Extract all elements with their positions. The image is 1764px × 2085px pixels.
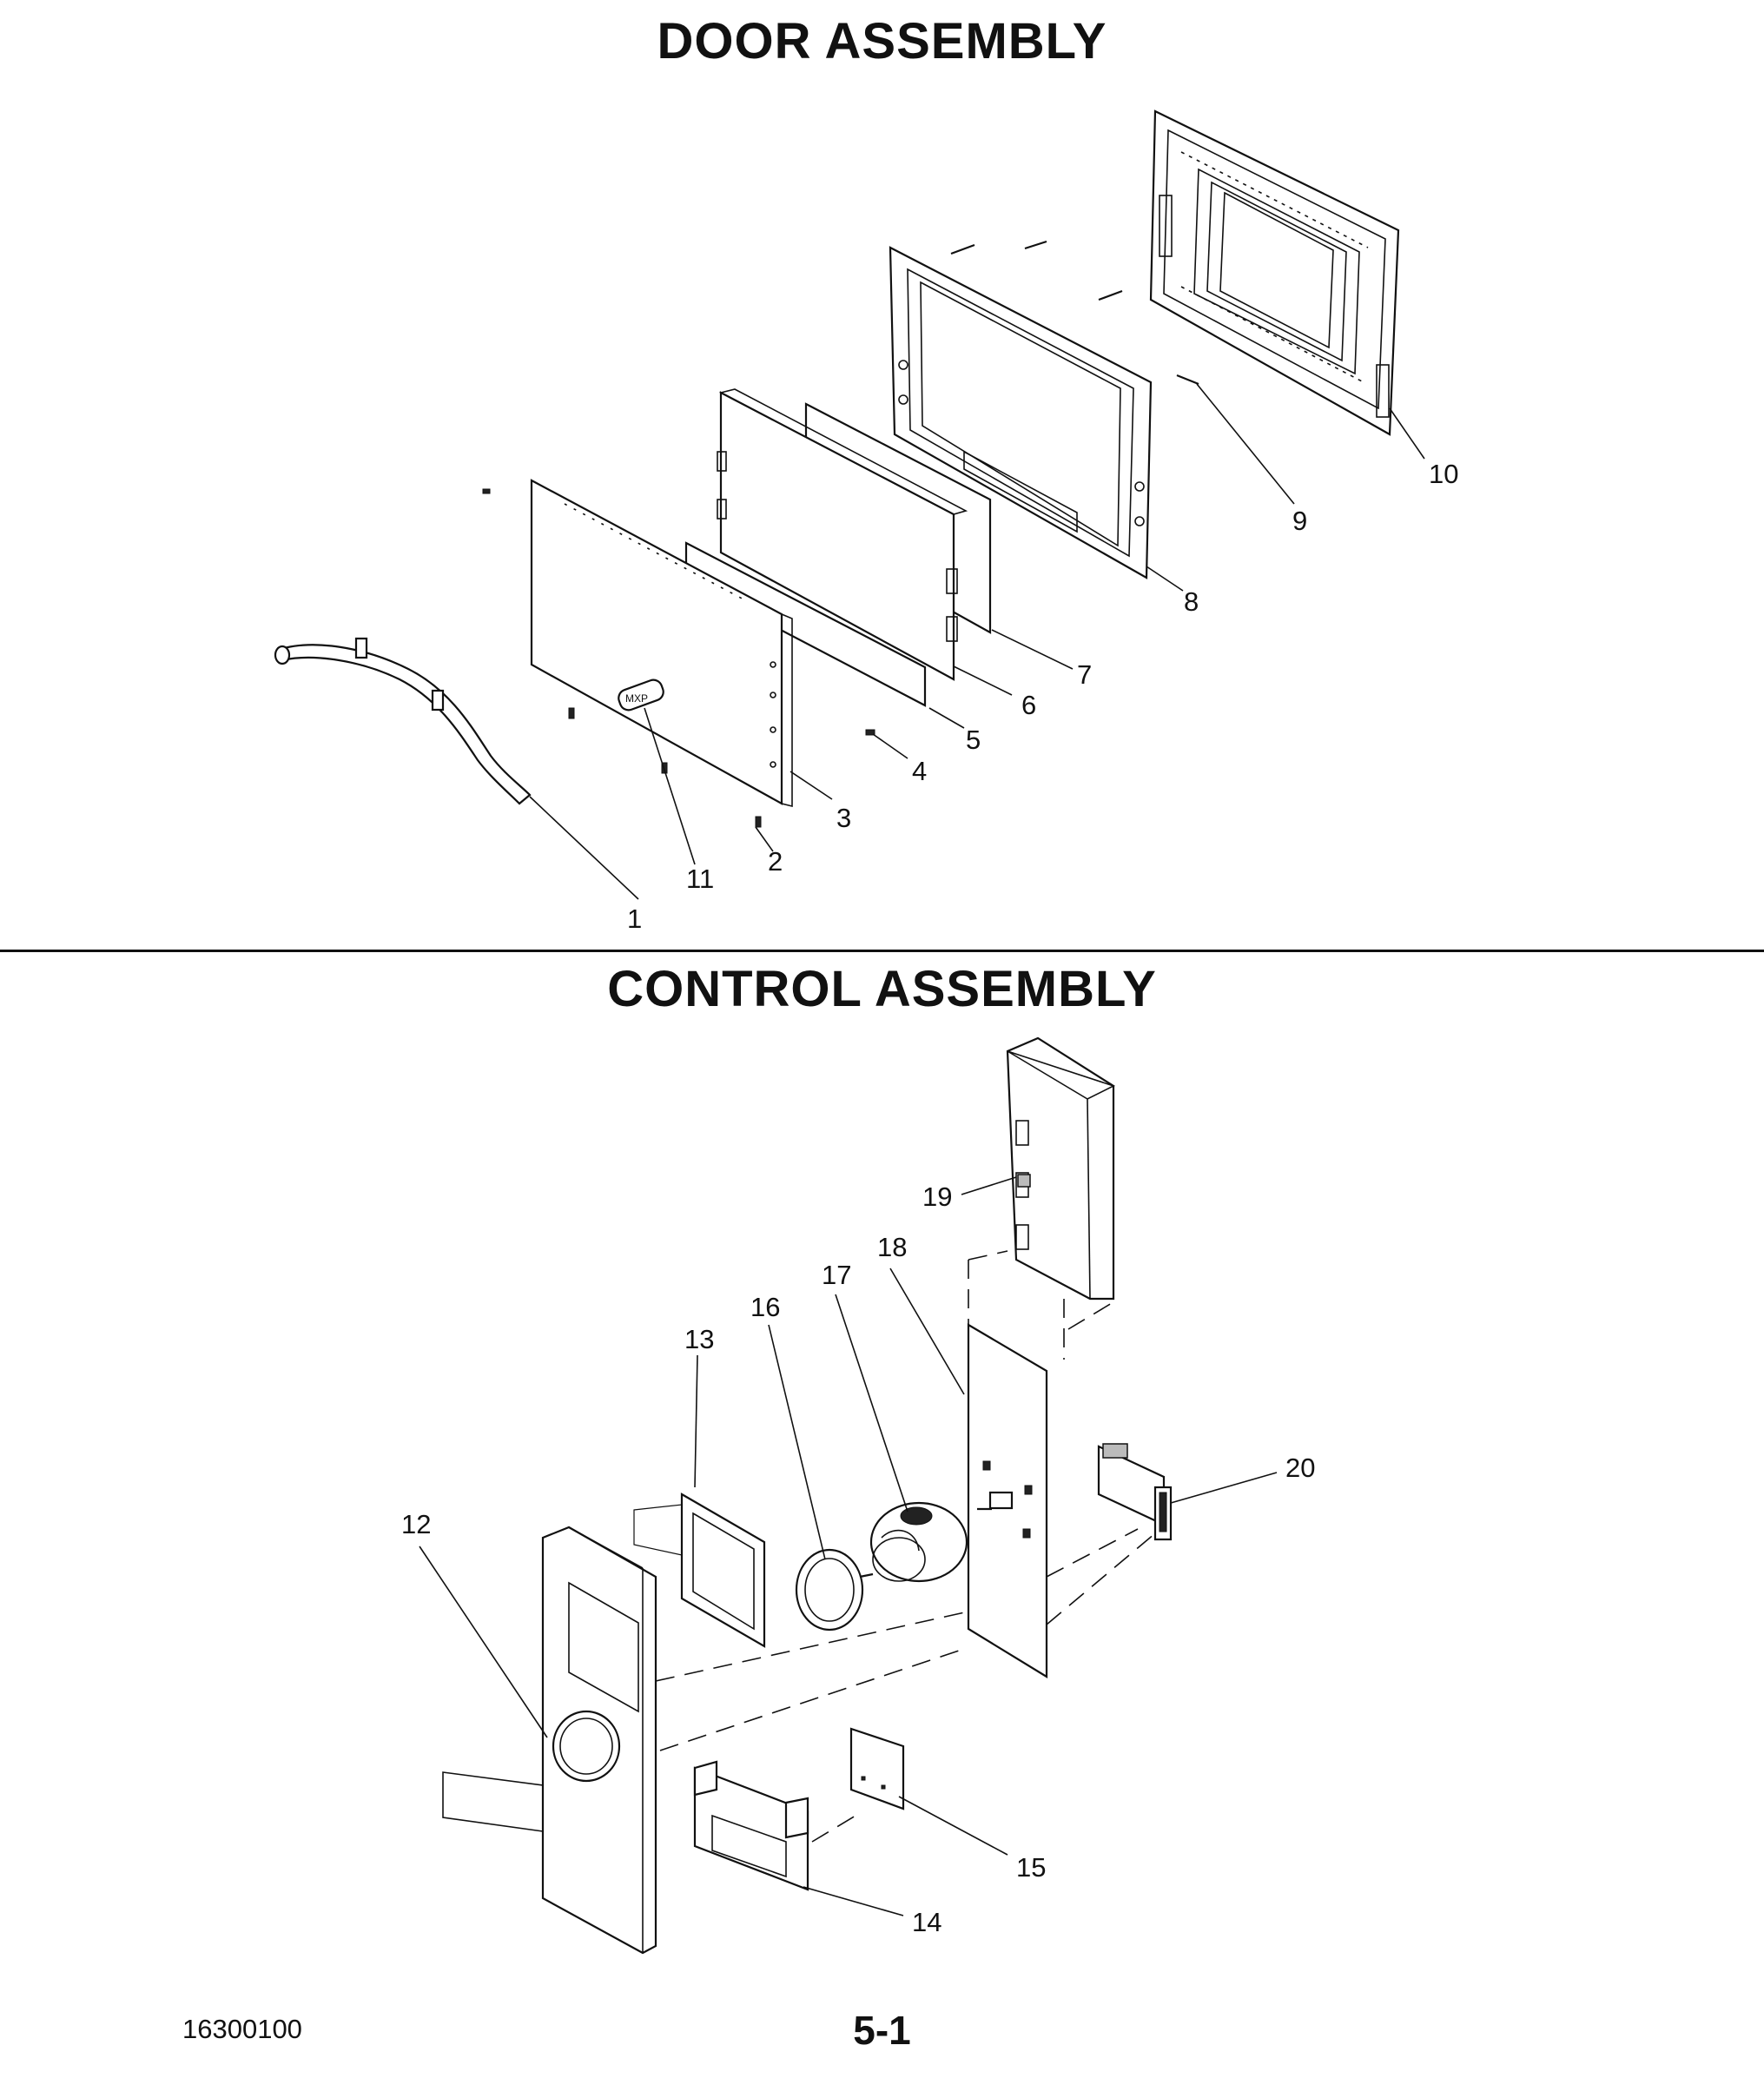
callout-10: 10 <box>1429 459 1458 489</box>
callout-12: 12 <box>401 1509 431 1539</box>
callout-11: 11 <box>686 864 714 894</box>
badge-text: MXP <box>625 692 648 705</box>
part-16-knob-ring <box>795 1548 874 1632</box>
section-divider <box>0 950 1764 952</box>
callout-1: 1 <box>627 904 642 934</box>
part-1-door-handle <box>274 637 532 805</box>
callout-19: 19 <box>922 1182 952 1212</box>
callout-20: 20 <box>1285 1453 1315 1483</box>
callout-13: 13 <box>684 1324 714 1354</box>
part-12-control-panel <box>442 1526 657 1955</box>
callout-5: 5 <box>966 725 981 755</box>
door-leader-lines <box>529 383 1425 900</box>
part-14-bracket <box>693 1760 809 1891</box>
door-assembly-title: DOOR ASSEMBLY <box>657 13 1107 70</box>
control-callouts: 12 13 14 15 16 17 18 19 20 <box>401 1182 1315 1937</box>
callout-7: 7 <box>1077 659 1092 690</box>
page-number: 5-1 <box>853 2008 911 2053</box>
part-20-connector-module <box>1097 1443 1173 1541</box>
part-10-inner-door-panel <box>1149 109 1400 436</box>
door-callouts: 1 2 3 4 5 6 7 8 9 10 11 <box>627 459 1458 934</box>
callout-16: 16 <box>750 1292 780 1322</box>
callout-9: 9 <box>1292 506 1307 536</box>
part-9-screws <box>950 240 1199 386</box>
part-8-door-frame <box>889 246 1153 579</box>
part-3-outer-door-panel <box>530 479 793 808</box>
part-17-knob <box>869 1501 968 1583</box>
callout-4: 4 <box>912 756 927 786</box>
callout-18: 18 <box>877 1232 907 1262</box>
callout-3: 3 <box>836 803 851 833</box>
callout-14: 14 <box>912 1907 941 1937</box>
control-assembly-title: CONTROL ASSEMBLY <box>607 961 1157 1017</box>
callout-2: 2 <box>768 846 783 877</box>
part-19-rear-housing <box>1006 1036 1116 1301</box>
callout-8: 8 <box>1184 586 1199 617</box>
part-13-display-window <box>633 1493 766 1648</box>
part-6-panel <box>717 388 968 681</box>
part-18-control-board <box>967 1323 1048 1678</box>
part-11-mxp-badge: MXP <box>618 678 664 712</box>
callout-15: 15 <box>1016 1852 1046 1883</box>
control-leader-lines <box>419 1176 1278 1916</box>
part-15-small-board <box>849 1727 905 1810</box>
document-number: 16300100 <box>182 2014 302 2044</box>
callout-6: 6 <box>1021 690 1036 720</box>
callout-17: 17 <box>822 1260 851 1290</box>
control-alignment-lines <box>655 1250 1156 1843</box>
